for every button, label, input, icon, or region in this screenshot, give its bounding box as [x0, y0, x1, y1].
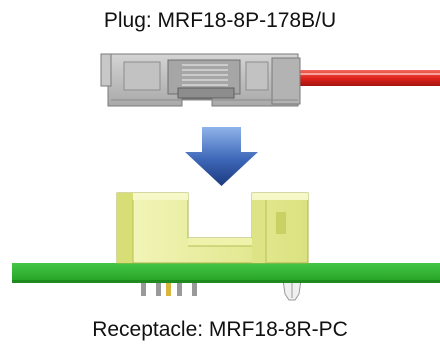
receptacle-caption: Receptacle: MRF18-8R-PC — [92, 318, 348, 341]
plug-cable — [300, 70, 440, 86]
receptacle-pin — [156, 280, 161, 296]
receptacle-notch — [276, 212, 286, 234]
receptacle-pin — [141, 280, 146, 296]
pcb-board — [12, 263, 440, 283]
receptacle-pin — [177, 280, 182, 296]
receptacle-right-wall-face — [252, 200, 266, 263]
receptacle-cavity-floor — [188, 238, 252, 246]
pcb-board-edge — [12, 280, 440, 283]
plug — [100, 53, 440, 107]
plug-left-step — [123, 61, 161, 91]
receptacle-left-wall-face — [117, 193, 133, 263]
receptacle-right-wall-top — [252, 193, 308, 200]
plug-right-step — [245, 61, 269, 91]
plug-cable-highlight — [300, 73, 440, 75]
receptacle-pin-gold — [166, 280, 171, 296]
receptacle — [12, 192, 440, 301]
receptacle-pin — [192, 280, 197, 296]
plug-front-hood — [100, 53, 112, 87]
receptacle-left-wall-top — [133, 193, 188, 200]
down-arrow-icon — [185, 127, 258, 186]
plug-latch-tab — [177, 87, 235, 99]
plug-rear-block — [271, 57, 301, 105]
plug-caption: Plug: MRF18-8P-178B/U — [103, 9, 337, 32]
